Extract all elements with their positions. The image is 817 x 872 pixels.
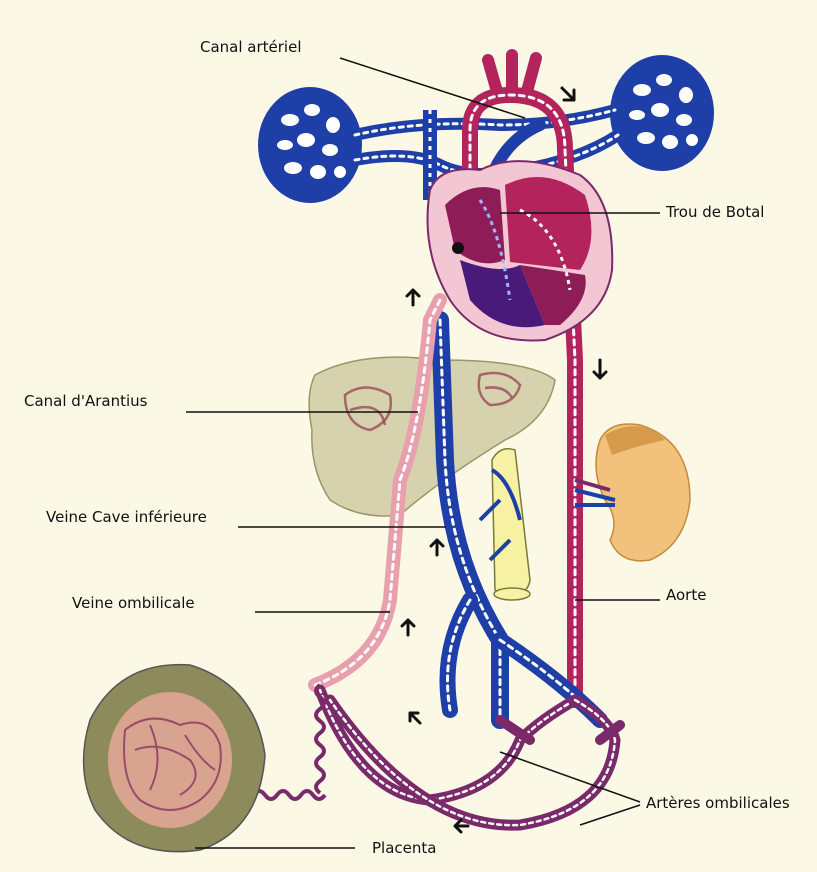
label-arteres-ombilicales: Artères ombilicales bbox=[646, 794, 790, 812]
pulmonary-vessels bbox=[355, 110, 618, 174]
umbilical-arteries bbox=[320, 690, 620, 825]
right-lung bbox=[610, 55, 714, 171]
label-canal-arteriel: Canal artériel bbox=[200, 38, 302, 56]
left-lung bbox=[258, 87, 362, 203]
kidney bbox=[575, 424, 690, 561]
heart bbox=[428, 161, 613, 340]
label-canal-arantius: Canal d'Arantius bbox=[24, 392, 148, 410]
label-veine-cave: Veine Cave inférieure bbox=[46, 508, 207, 526]
placenta bbox=[84, 665, 265, 852]
label-veine-ombilicale: Veine ombilicale bbox=[72, 594, 195, 612]
gut bbox=[480, 449, 530, 600]
label-trou-de-botal: Trou de Botal bbox=[665, 203, 764, 221]
label-placenta: Placenta bbox=[372, 839, 436, 857]
label-aorte: Aorte bbox=[666, 586, 706, 604]
